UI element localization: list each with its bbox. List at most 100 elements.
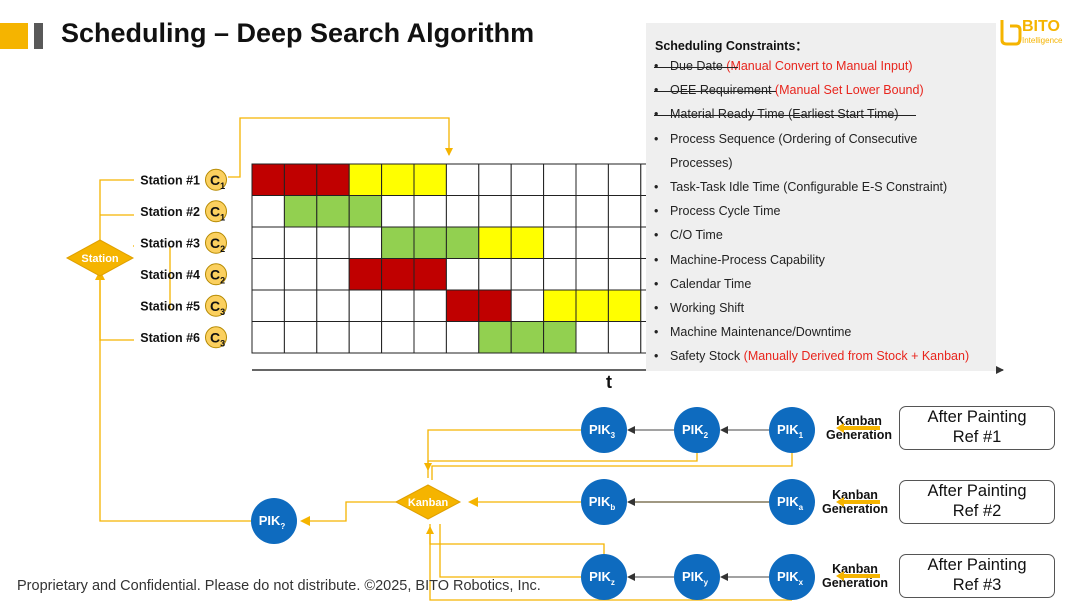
schedule-cell <box>348 321 383 354</box>
bullet-icon: • <box>654 325 659 340</box>
constraint-text: C/O Time <box>670 228 723 243</box>
title-gray-bar <box>34 23 43 49</box>
constraint-text: Material Ready Time (Earliest Start Time… <box>670 107 899 122</box>
schedule-cell <box>607 195 642 228</box>
schedule-cell <box>348 289 383 322</box>
schedule-cell <box>575 289 609 322</box>
schedule-cell <box>348 258 383 291</box>
schedule-cell <box>283 258 318 291</box>
time-axis-label: t <box>606 372 612 392</box>
schedule-cell <box>251 258 285 291</box>
schedule-cell <box>445 321 480 354</box>
bullet-icon: • <box>654 83 659 98</box>
schedule-cell <box>510 289 545 322</box>
pik-node-label: PIKb <box>589 494 616 512</box>
flow-connector <box>300 501 398 526</box>
schedule-cell <box>413 163 447 196</box>
schedule-cell <box>478 226 512 259</box>
ref-box-text: Ref #1 <box>952 428 1002 446</box>
pik-node <box>581 407 627 453</box>
flow-connector <box>95 270 274 522</box>
schedule-cell <box>575 163 609 196</box>
schedule-cell <box>445 226 480 259</box>
ref-box-text: After Painting <box>927 556 1027 574</box>
pik-node-label: PIKy <box>682 569 709 587</box>
schedule-cell <box>607 258 642 291</box>
schedule-cell <box>478 321 512 354</box>
bullet-icon: • <box>654 107 659 122</box>
constraint-text: OEE Requirement <box>670 83 775 98</box>
logo-name: BITO <box>1022 18 1060 35</box>
schedule-cell <box>283 163 318 196</box>
schedule-cell <box>283 321 318 354</box>
constraint-text: Calendar Time <box>670 276 752 291</box>
pik-node <box>674 407 720 453</box>
flow-connector <box>426 526 605 554</box>
page-title: Scheduling – Deep Search Algorithm <box>61 18 535 48</box>
pik-node-label: PIKx <box>777 569 804 587</box>
pik-node-label: PIK2 <box>682 422 709 440</box>
schedule-cell <box>316 195 350 228</box>
schedule-cell <box>510 195 545 228</box>
schedule-cell <box>381 258 415 291</box>
pik-node <box>581 479 627 525</box>
schedule-cell <box>575 195 609 228</box>
schedule-cell <box>575 321 609 354</box>
schedule-cell <box>445 258 480 291</box>
constraint-item: •Process Sequence (Ordering of Consecuti… <box>654 132 917 146</box>
schedule-cell <box>283 226 318 259</box>
schedule-cell <box>413 289 447 322</box>
schedule-cell <box>283 289 318 322</box>
station-label: Station #6 <box>140 331 200 345</box>
constraint-text: Safety Stock <box>670 349 744 364</box>
bito-logo-icon <box>1000 20 1022 46</box>
strikethrough-line <box>654 91 776 93</box>
flow-connector <box>424 429 604 471</box>
constraint-text: Machine Maintenance/Downtime <box>670 325 852 340</box>
schedule-cell <box>381 289 415 322</box>
schedule-cell <box>543 289 577 322</box>
flow-connector <box>431 453 793 480</box>
schedule-cell <box>478 195 512 228</box>
flow-connector <box>427 453 698 478</box>
flow-connector <box>99 179 134 245</box>
constraint-item: •Working Shift <box>654 301 744 315</box>
schedule-cell <box>251 163 285 196</box>
schedule-cell <box>251 289 285 322</box>
ref-box-text: Ref #3 <box>952 576 1002 594</box>
schedule-cell <box>316 226 350 259</box>
schedule-cell <box>607 226 642 259</box>
schedule-cell <box>381 321 415 354</box>
schedule-cell <box>510 258 545 291</box>
constraint-item: •Task-Task Idle Time (Configurable E-S C… <box>654 180 947 194</box>
constraint-item: • Calendar Time <box>654 277 751 291</box>
kanban-arrow-icon <box>836 423 880 433</box>
constraint-note: (Manual Convert to Manual Input) <box>726 59 913 73</box>
schedule-cell <box>607 163 642 196</box>
bito-logo: BITO Intelligence <box>996 14 1076 48</box>
constraint-text: Working Shift <box>670 301 745 315</box>
constraint-item: •OEE Requirement (Manual Set Lower Bound… <box>654 83 924 97</box>
schedule-cell <box>543 195 577 228</box>
bullet-icon: • <box>654 276 659 291</box>
schedule-cell <box>607 321 642 354</box>
station-class-badge <box>205 200 227 223</box>
constraint-item: •Safety Stock (Manually Derived from Sto… <box>654 349 969 363</box>
schedule-cell <box>543 226 577 259</box>
pik-node-label: PIKa <box>777 494 804 512</box>
bullet-icon: • <box>654 180 659 194</box>
bullet-icon: • <box>654 252 659 267</box>
constraint-item: • Material Ready Time (Earliest Start Tim… <box>654 107 899 121</box>
pik-node <box>581 554 627 600</box>
logo-subtitle: Intelligence <box>1022 36 1063 45</box>
schedule-cell <box>478 289 512 322</box>
schedule-cell <box>510 226 545 259</box>
schedule-cell <box>543 258 577 291</box>
station-label: Station #1 <box>140 173 200 187</box>
station-label: Station #5 <box>140 299 200 313</box>
schedule-cell <box>316 258 350 291</box>
bullet-icon: • <box>654 349 659 364</box>
